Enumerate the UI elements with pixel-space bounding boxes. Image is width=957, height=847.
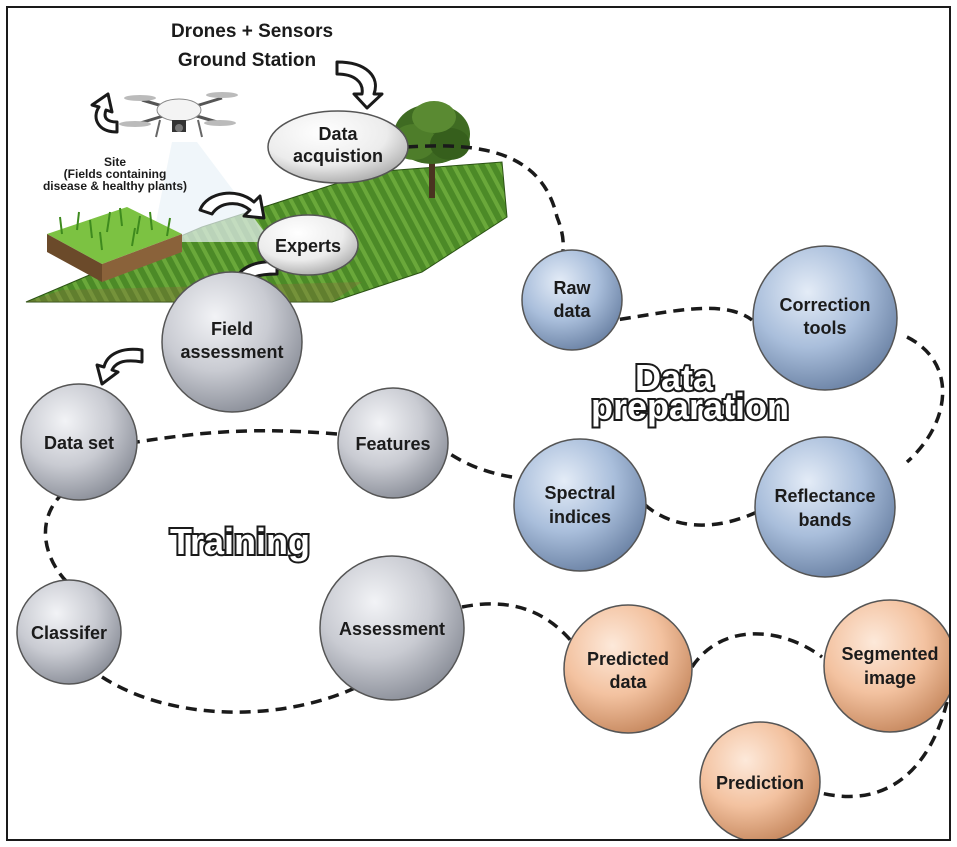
node-field-assessment-line-2: assessment [180, 342, 283, 362]
group-label-data-prep-line-2: preparation [591, 386, 789, 427]
node-experts-line-1: Experts [275, 236, 341, 256]
header-line-2: Ground Station [178, 50, 316, 71]
node-field-assessment-line-1: Field [211, 319, 253, 339]
node-data-set: Data set [20, 383, 138, 501]
node-spectral-indices: Spectral indices [513, 438, 647, 572]
node-correction-tools-line-2: tools [804, 318, 847, 338]
node-segmented-image-line-2: image [864, 668, 916, 688]
node-correction-tools-line-1: Correction [779, 295, 870, 315]
workflow-diagram: Drones + Sensors Ground Station Site (Fi… [16, 21, 949, 839]
drone-icon [119, 92, 238, 138]
node-assessment-line-1: Assessment [339, 619, 445, 639]
node-features: Features [337, 387, 449, 499]
node-classifier-line-1: Classifer [31, 623, 107, 643]
node-predicted-data-line-1: Predicted [587, 649, 669, 669]
node-data-acquisition-line-1: Data [318, 124, 358, 144]
site-label-line-3: disease & healthy plants) [43, 179, 187, 193]
node-predicted-data-line-2: data [609, 672, 647, 692]
diagram-frame: Drones + Sensors Ground Station Site (Fi… [6, 6, 951, 841]
node-raw-data: Raw data [521, 249, 623, 351]
group-label-data-prep-line-1: Data [635, 357, 714, 398]
node-data-set-line-1: Data set [44, 433, 114, 453]
node-data-acquisition-line-2: acquistion [293, 146, 383, 166]
node-assessment: Assessment [319, 555, 465, 701]
group-label-training: Training [170, 521, 310, 562]
node-reflectance-bands: Reflectance bands [754, 436, 896, 578]
node-experts: Experts [257, 214, 359, 276]
node-predicted-data: Predicted data [563, 604, 693, 734]
header-line-1: Drones + Sensors [171, 21, 333, 42]
node-prediction: Prediction [699, 721, 821, 839]
node-data-acquisition: Data acquistion [267, 110, 409, 184]
tree-icon [392, 101, 470, 198]
connector-lines [43, 144, 949, 799]
node-raw-data-line-1: Raw [553, 278, 591, 298]
node-prediction-line-1: Prediction [716, 773, 804, 793]
grass-patch-icon [47, 207, 182, 282]
node-segmented-image: Segmented image [823, 599, 949, 733]
site-label-line-1: Site [104, 155, 126, 169]
node-segmented-image-line-1: Segmented [841, 644, 938, 664]
node-spectral-indices-line-2: indices [549, 507, 611, 527]
node-field-assessment: Field assessment [161, 271, 303, 413]
node-features-line-1: Features [355, 434, 430, 454]
node-classifier: Classifer [16, 579, 122, 685]
node-correction-tools: Correction tools [752, 245, 898, 391]
node-spectral-indices-line-1: Spectral [544, 483, 615, 503]
node-raw-data-line-2: data [553, 301, 591, 321]
node-reflectance-bands-line-1: Reflectance [774, 486, 875, 506]
site-label-line-2: (Fields containing [64, 167, 167, 181]
node-reflectance-bands-line-2: bands [798, 510, 851, 530]
